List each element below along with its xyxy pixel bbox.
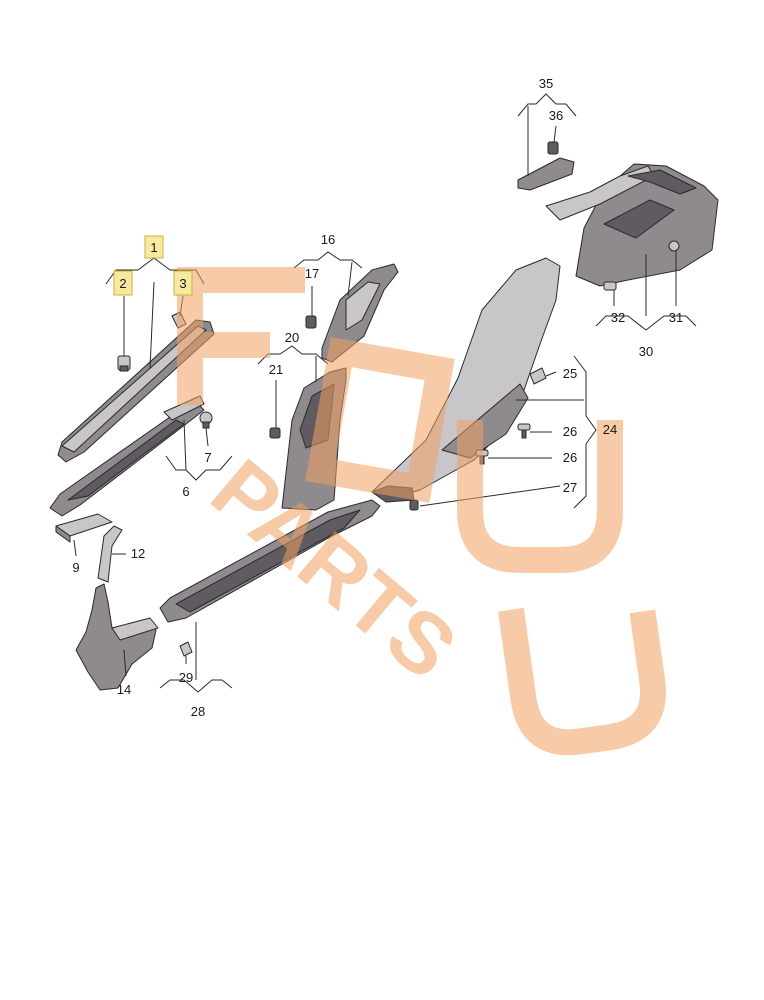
- clip-2: [117, 355, 131, 372]
- label-3: 3: [179, 276, 186, 291]
- part-kick-panel: [75, 583, 159, 691]
- label-35: 35: [539, 76, 553, 91]
- part-cover-9: [55, 513, 113, 543]
- clip-27: [409, 499, 419, 511]
- part-trim-12: [97, 525, 123, 583]
- clip-31: [668, 240, 680, 252]
- label-20: 20: [285, 330, 299, 345]
- part-b-pillar-upper: [321, 263, 399, 363]
- highlight-boxes: [113, 235, 193, 296]
- clip-7: [199, 411, 213, 429]
- label-28: 28: [191, 704, 205, 719]
- clip-21: [269, 427, 281, 439]
- part-rear-quarter-trim: [545, 163, 719, 287]
- clip-17: [305, 315, 317, 329]
- label-29: 29: [179, 670, 193, 685]
- label-2: 2: [119, 276, 126, 291]
- clip-25: [529, 367, 547, 385]
- part-a-pillar-trim: [57, 319, 215, 463]
- callout-labels: 1 2 3 6 7 9 12 14 16 17 20 21 24 25 26 2…: [72, 76, 683, 719]
- label-30: 30: [639, 344, 653, 359]
- label-9: 9: [72, 560, 79, 575]
- label-26a: 26: [563, 424, 577, 439]
- watermark-logo: PARTS: [177, 267, 666, 756]
- label-31: 31: [669, 310, 683, 325]
- label-36: 36: [549, 108, 563, 123]
- clip-32: [603, 281, 617, 291]
- label-27: 27: [563, 480, 577, 495]
- label-6: 6: [182, 484, 189, 499]
- label-32: 32: [611, 310, 625, 325]
- label-14: 14: [117, 682, 131, 697]
- label-1: 1: [150, 240, 157, 255]
- label-21: 21: [269, 362, 283, 377]
- part-sill-trim: [159, 499, 381, 623]
- label-26b: 26: [563, 450, 577, 465]
- label-24: 24: [603, 422, 617, 437]
- label-12: 12: [131, 546, 145, 561]
- label-7: 7: [204, 450, 211, 465]
- clip-36: [547, 141, 559, 155]
- clip-29: [179, 641, 193, 657]
- label-17: 17: [305, 266, 319, 281]
- label-16: 16: [321, 232, 335, 247]
- part-bracket-35: [517, 157, 575, 191]
- clip-26a: [517, 423, 531, 439]
- label-25: 25: [563, 366, 577, 381]
